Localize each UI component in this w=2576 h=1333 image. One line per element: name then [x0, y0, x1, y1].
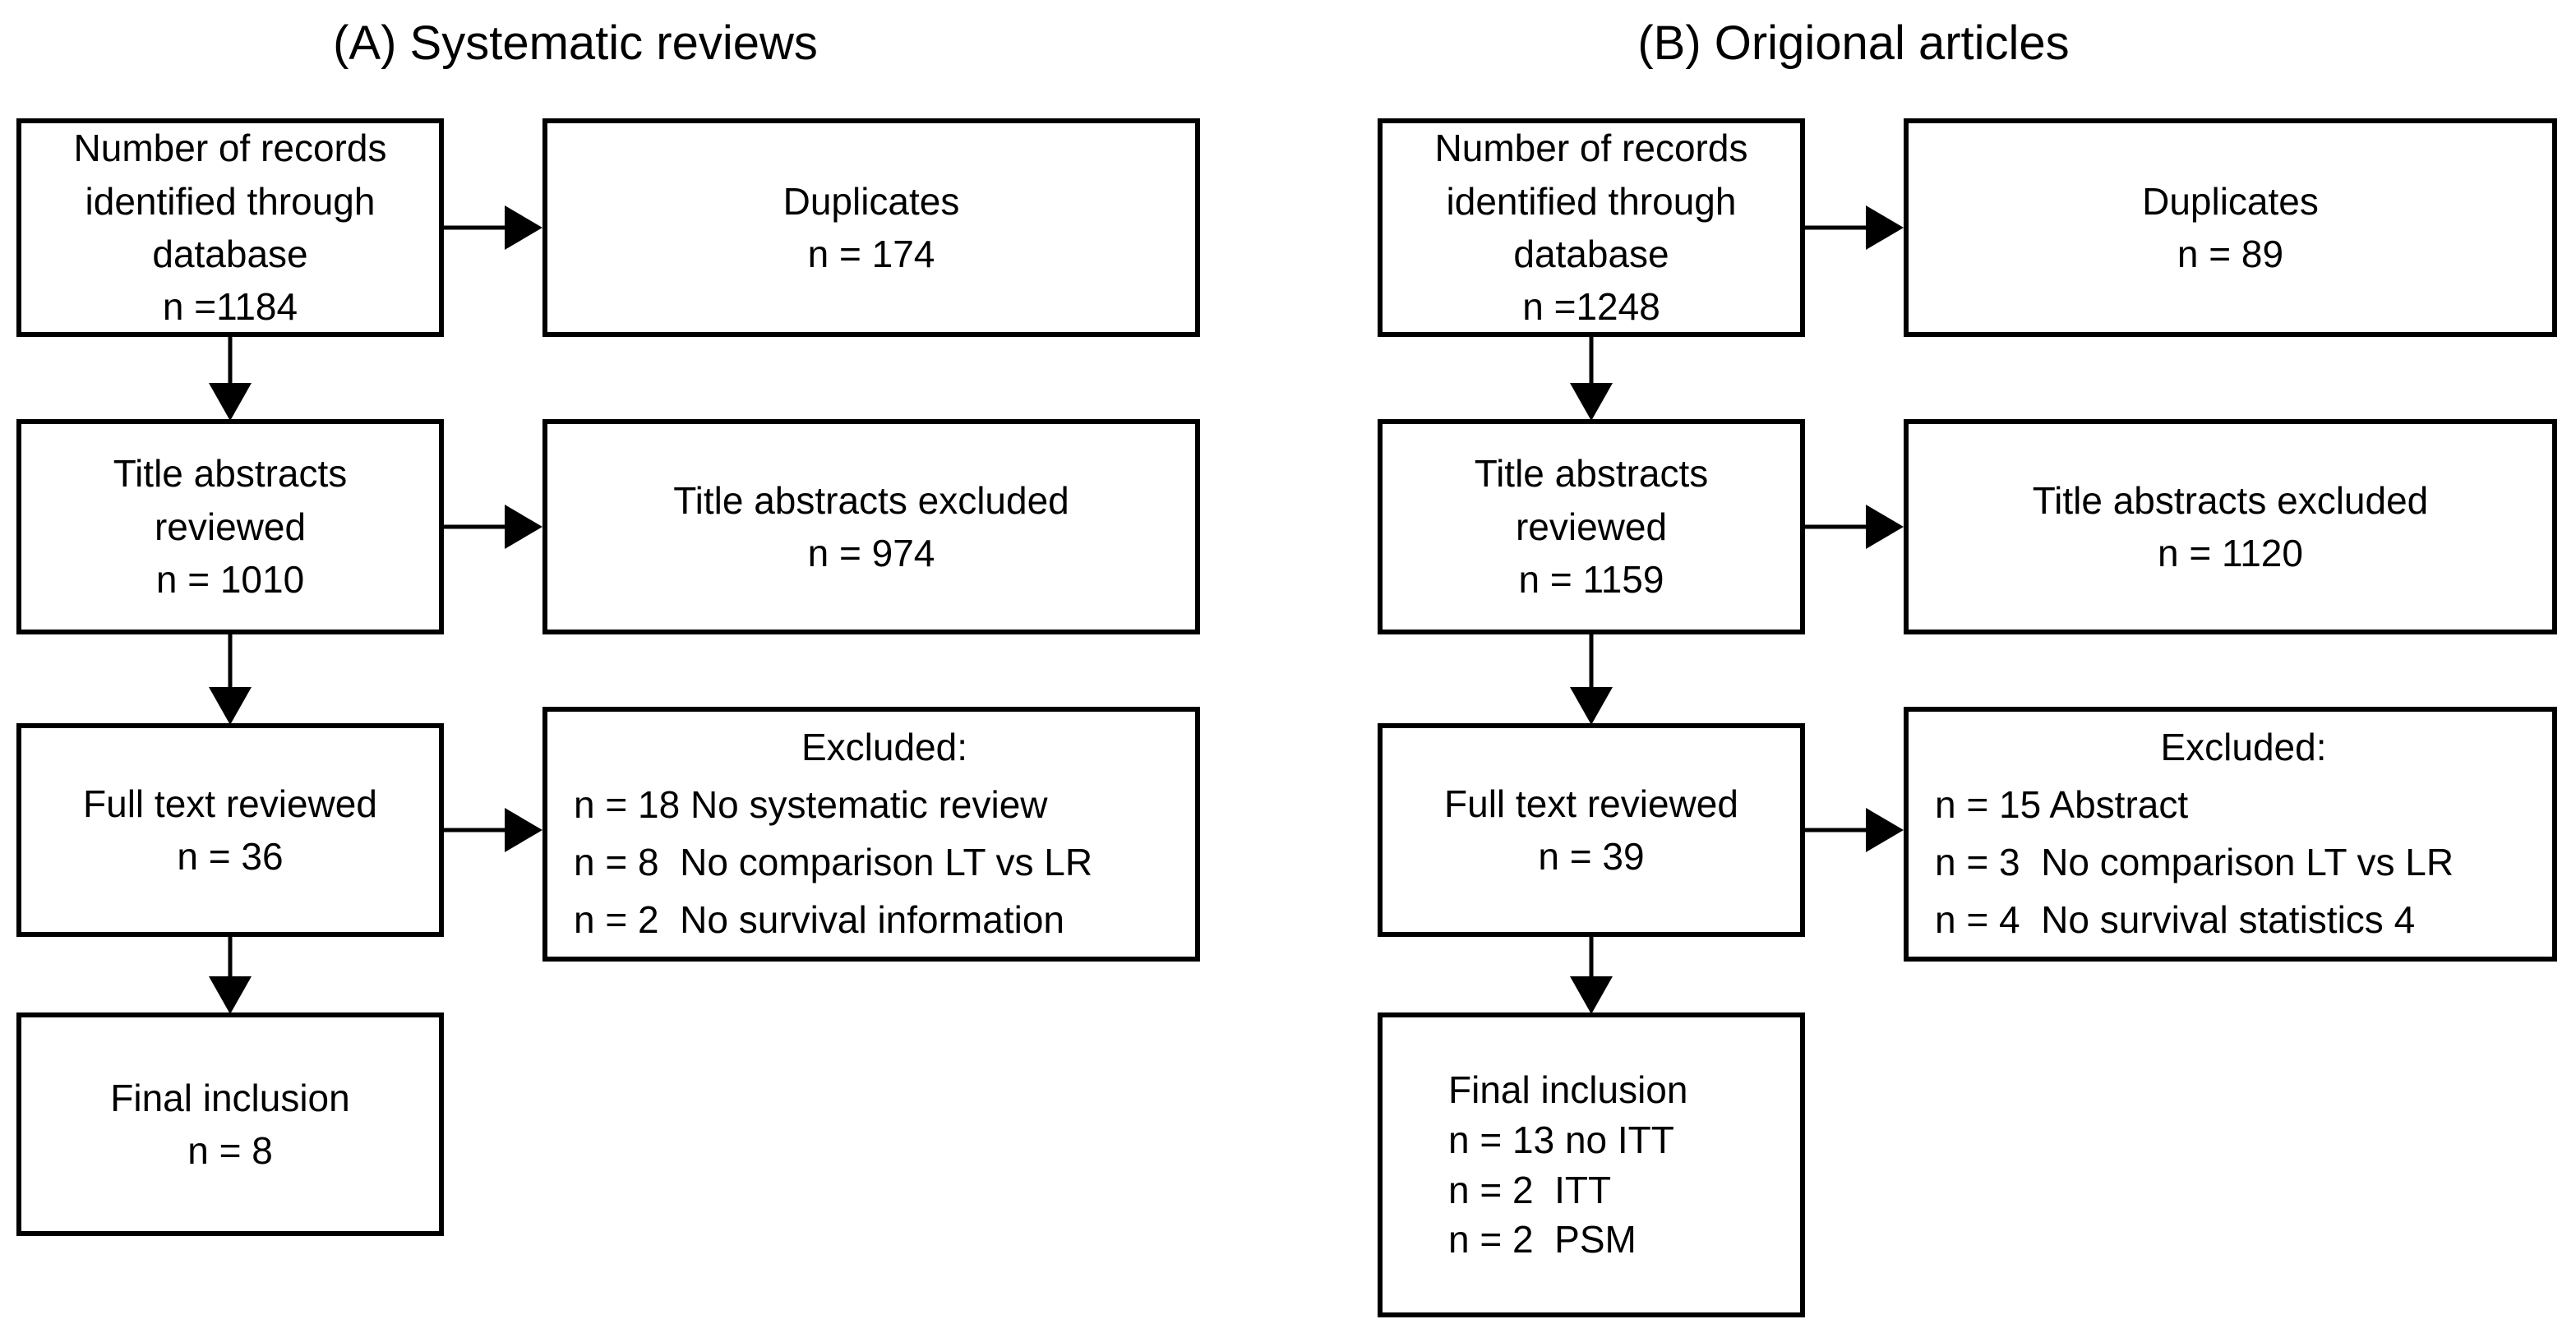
box-line: database: [152, 233, 308, 275]
box-a-full-text: Full text reviewed n = 36: [16, 723, 444, 937]
arrow-a-records-down: [209, 337, 252, 421]
arrow-a-titleabstracts-down: [209, 634, 252, 725]
box-line: n = 8 No comparison LT vs LR: [574, 841, 1093, 883]
box-a-title-abstracts: Title abstracts reviewed n = 1010: [16, 419, 444, 634]
box-line: n = 36: [177, 835, 284, 878]
box-b-final-inclusion: Final inclusion n = 13 no ITT n = 2 ITT …: [1378, 1012, 1805, 1317]
box-a-title-abstracts-excluded: Title abstracts excluded n = 974: [542, 419, 1200, 634]
box-b-excluded: Excluded: n = 15 Abstract n = 3 No compa…: [1904, 707, 2557, 962]
box-line: n = 15 Abstract: [1935, 783, 2189, 827]
box-line: n =1184: [162, 285, 298, 329]
box-a-duplicates: Duplicates n = 174: [542, 118, 1200, 337]
box-line: Title abstracts: [113, 452, 348, 496]
box-line: Title abstracts: [1474, 452, 1709, 496]
box-b-records: Number of records identified through dat…: [1378, 118, 1805, 337]
arrow-a-titleabstracts-to-excluded: [444, 505, 542, 549]
arrow-b-titleabstracts-down: [1570, 634, 1613, 725]
box-line: n = 174: [807, 233, 935, 275]
box-line: Full text reviewed: [1444, 782, 1738, 825]
box-line: Excluded:: [2160, 726, 2327, 769]
box-a-excluded: Excluded: n = 18 No systematic review n …: [542, 707, 1200, 962]
box-a-final-inclusion: Final inclusion n = 8: [16, 1012, 444, 1236]
box-line: n = 4 No survival statistics 4: [1935, 897, 2416, 941]
box-b-duplicates: Duplicates n = 89: [1904, 118, 2557, 337]
box-line: Excluded:: [801, 726, 967, 769]
box-line: Duplicates: [2142, 179, 2319, 223]
arrow-a-records-to-duplicates: [444, 205, 542, 250]
box-line: reviewed: [154, 505, 307, 548]
panel-b-title: (B) Origional articles: [1637, 16, 2070, 70]
panel-a-title: (A) Systematic reviews: [333, 16, 818, 70]
box-line: reviewed: [1515, 505, 1668, 548]
box-line: n = 2 ITT: [1448, 1168, 1612, 1211]
box-line: n = 1010: [155, 558, 305, 602]
box-line: n = 39: [1538, 835, 1645, 878]
arrow-a-fulltext-to-excluded: [444, 808, 542, 852]
box-line: n = 1159: [1518, 558, 1664, 602]
arrow-b-records-to-duplicates: [1805, 205, 1904, 250]
box-b-full-text: Full text reviewed n = 39: [1378, 723, 1805, 937]
box-line: n = 2 PSM: [1448, 1218, 1637, 1262]
box-line: identified through: [1446, 179, 1737, 223]
box-line: n = 8: [187, 1129, 273, 1172]
box-line: Full text reviewed: [83, 782, 377, 825]
box-line: n = 13 no ITT: [1448, 1118, 1674, 1161]
box-line: n = 89: [2177, 233, 2284, 275]
box-line: database: [1513, 233, 1669, 275]
box-line: n = 974: [807, 532, 935, 574]
box-line: n = 2 No survival information: [574, 897, 1064, 941]
box-line: n = 1120: [2158, 532, 2303, 574]
arrow-b-titleabstracts-to-excluded: [1805, 505, 1904, 549]
box-line: Number of records: [73, 127, 387, 170]
box-line: n = 3 No comparison LT vs LR: [1935, 841, 2454, 883]
box-a-records: Number of records identified through dat…: [16, 118, 444, 337]
box-line: Title abstracts excluded: [673, 478, 1069, 522]
box-line: Duplicates: [782, 179, 960, 223]
arrow-b-fulltext-to-excluded: [1805, 808, 1904, 852]
box-line: Title abstracts excluded: [2032, 478, 2429, 522]
box-line: Number of records: [1434, 127, 1748, 170]
arrow-b-records-down: [1570, 337, 1613, 421]
box-line: Final inclusion: [1448, 1068, 1688, 1112]
box-line: identified through: [85, 179, 376, 223]
box-b-title-abstracts-excluded: Title abstracts excluded n = 1120: [1904, 419, 2557, 634]
box-b-title-abstracts: Title abstracts reviewed n = 1159: [1378, 419, 1805, 634]
box-line: Final inclusion: [110, 1076, 350, 1119]
box-line: n =1248: [1522, 285, 1660, 329]
arrow-b-fulltext-down: [1570, 937, 1613, 1014]
box-line: n = 18 No systematic review: [574, 783, 1048, 827]
arrow-a-fulltext-down: [209, 937, 252, 1014]
